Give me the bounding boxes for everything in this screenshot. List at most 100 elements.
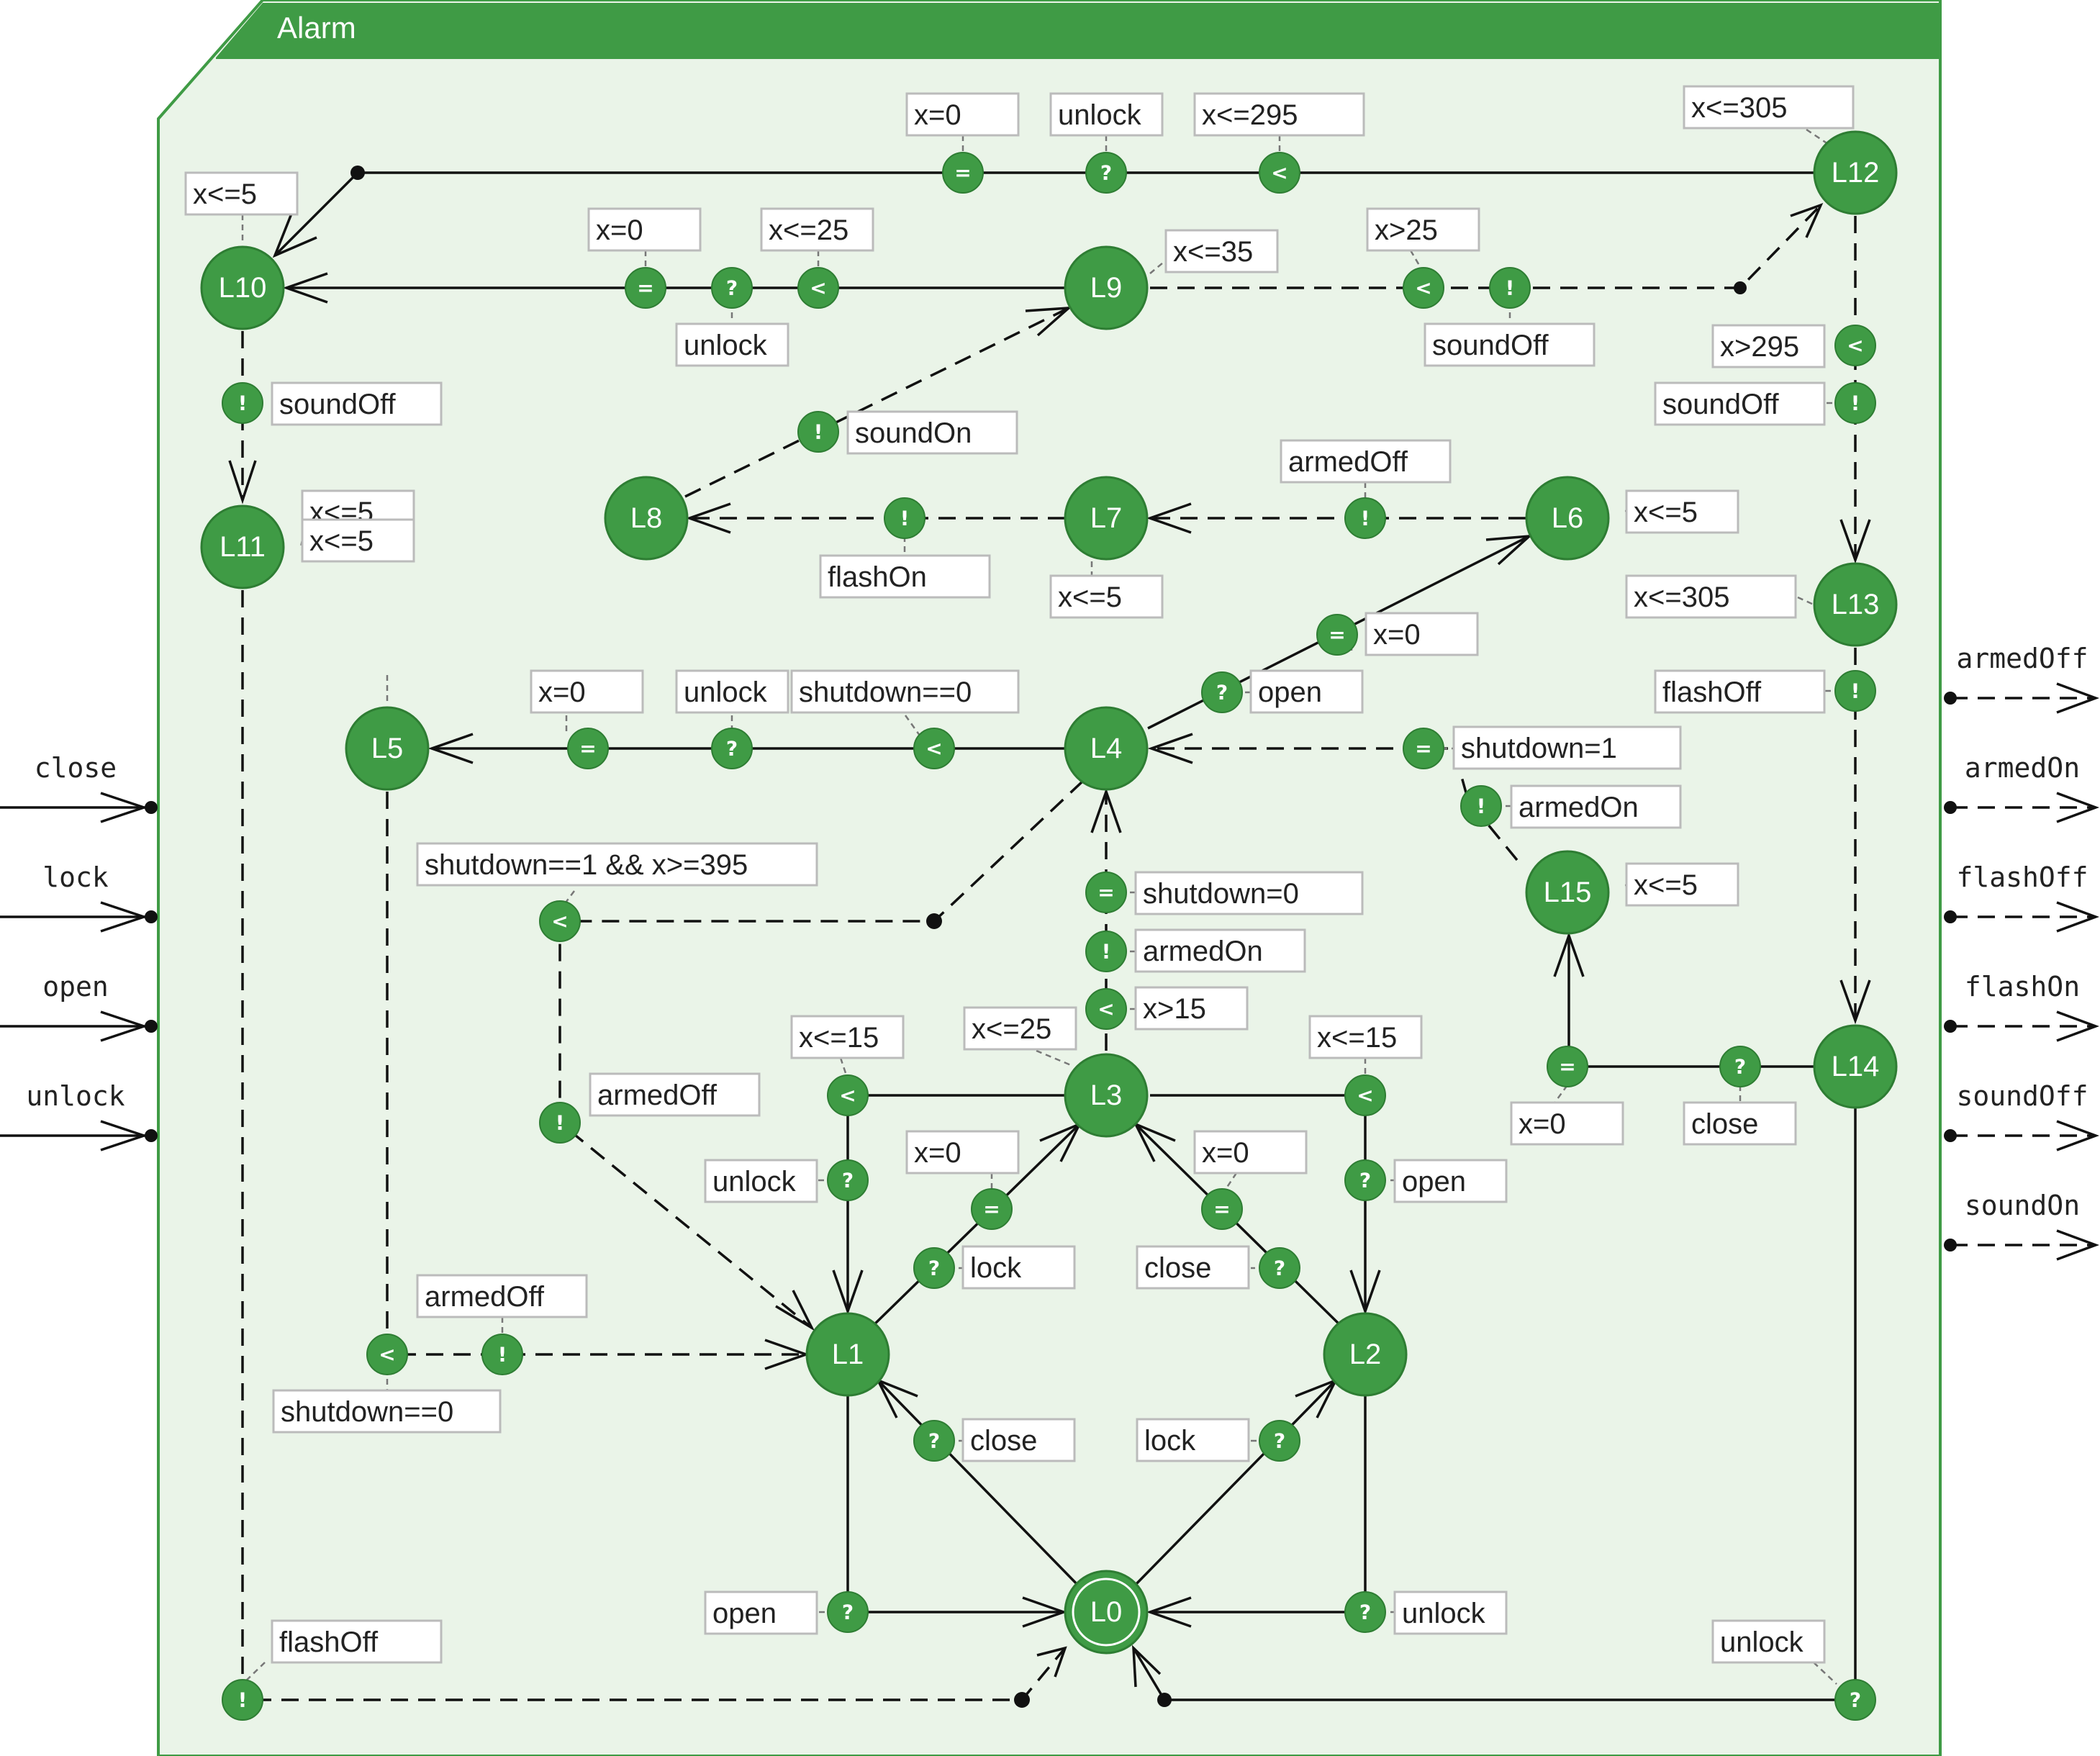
edge-label: x=0 [1193,1130,1308,1175]
state-L4[interactable]: L4 [1064,706,1149,791]
state-L12[interactable]: L12 [1813,130,1898,215]
edge-label: x=0 [587,207,702,252]
marker-assign: = [625,267,666,309]
svg-text:?: ? [1274,1429,1285,1453]
state-L8[interactable]: L8 [604,476,689,561]
svg-text:armedOn: armedOn [1143,936,1263,967]
state-L7[interactable]: L7 [1064,476,1149,561]
svg-text:L15: L15 [1544,877,1592,908]
svg-text:=: = [954,161,971,185]
svg-text:?: ? [928,1257,940,1280]
edge-label: armedOn [1134,928,1306,973]
svg-text:armedOff: armedOff [1288,446,1408,478]
svg-text:?: ? [1734,1055,1746,1079]
svg-text:x<=5: x<=5 [309,525,374,557]
state-L1[interactable]: L1 [805,1312,890,1397]
svg-text:L4: L4 [1090,733,1123,764]
input-ports: close lock open unlock [0,752,158,1151]
edge-label: x<=25 [760,207,874,252]
states: L0 L1 L2 L3 L4 L5 L6 L7 L8 L9 L10 L11 L1… [200,130,1898,1655]
svg-text:x=0: x=0 [1519,1108,1566,1140]
svg-text:unlock: unlock [684,676,768,708]
edge-label: unlock [675,322,789,367]
state-L13[interactable]: L13 [1813,562,1898,647]
state-L15[interactable]: L15 [1525,850,1610,935]
state-L9[interactable]: L9 [1064,245,1149,330]
svg-text:x<=15: x<=15 [799,1022,879,1054]
edge-label: x<=295 [1193,92,1365,137]
svg-text:x<=305: x<=305 [1634,581,1729,613]
svg-text:x=0: x=0 [1202,1137,1249,1169]
state-L5[interactable]: L5 [345,706,430,791]
svg-text:unlock: unlock [1402,1598,1486,1629]
marker-guard: < [1259,152,1300,194]
edge-label: open [704,1590,818,1635]
edge-label: x<=25 [963,1006,1077,1051]
edge-label: x=0 [1510,1101,1624,1146]
marker-send: ! [222,1679,263,1721]
edge-label: armedOff [1280,439,1452,484]
marker-receive: ? [1259,1247,1300,1289]
edge-labels: x=0 unlock x<=295 x<=305 x<=5 x=0 x<=25 … [184,85,1855,1664]
svg-text:!: ! [238,1688,248,1712]
svg-text:?: ? [928,1429,940,1453]
svg-text:x<=5: x<=5 [1634,869,1698,901]
edge-label: open [1249,669,1364,714]
svg-text:=: = [1213,1198,1230,1221]
edge-label: shutdown==0 [790,669,1020,714]
svg-text:flashOff: flashOff [1662,676,1762,708]
state-L0[interactable]: L0 [1064,1570,1149,1655]
svg-text:armedOff: armedOff [425,1281,545,1313]
svg-text:=: = [1415,737,1431,761]
svg-text:L0: L0 [1090,1596,1123,1628]
edge-label: soundOff [1654,381,1826,426]
state-L11[interactable]: L11 [200,504,285,589]
marker-send: ! [481,1334,523,1375]
svg-text:x>15: x>15 [1143,993,1206,1025]
svg-text:=: = [983,1198,1000,1221]
svg-text:<: < [1415,276,1431,300]
state-L3[interactable]: L3 [1064,1053,1149,1138]
marker-send: ! [1834,382,1876,424]
svg-text:=: = [637,276,653,300]
edge-label: x=0 [905,92,1020,137]
svg-text:x<=15: x<=15 [1317,1022,1397,1054]
svg-text:<: < [379,1343,395,1367]
output-port-armedoff: armedOff [1944,643,2100,714]
svg-text:<: < [810,276,826,300]
state-L6[interactable]: L6 [1525,476,1610,561]
svg-text:L1: L1 [832,1339,864,1370]
edge-label: lock [961,1245,1076,1290]
output-port-armedon: armedOn [1944,752,2100,823]
svg-text:?: ? [1850,1688,1861,1712]
svg-text:?: ? [726,737,738,761]
svg-text:close: close [1144,1252,1211,1284]
marker-receive: ? [1201,671,1243,713]
edge-label: x>25 [1366,207,1480,252]
svg-text:shutdown=1: shutdown=1 [1461,733,1617,764]
svg-text:soundOn: soundOn [1965,1190,2080,1221]
svg-text:=: = [579,737,596,761]
state-L10[interactable]: L10 [200,245,285,330]
marker-guard: < [1085,988,1127,1030]
svg-text:x=0: x=0 [914,1137,961,1169]
edge-label: lock [1136,1418,1250,1462]
marker-send: ! [884,497,925,539]
marker-receive: ? [1344,1159,1386,1201]
edge-label: unlock [1049,92,1164,137]
svg-text:!: ! [900,507,910,530]
state-L14[interactable]: L14 [1813,1024,1898,1109]
edge-label: x=0 [530,669,644,714]
edge-label: close [961,1418,1076,1462]
marker-receive: ? [1719,1046,1761,1087]
svg-text:?: ? [842,1169,854,1192]
svg-text:soundOff: soundOff [1662,389,1779,420]
svg-text:shutdown==0: shutdown==0 [799,676,972,708]
svg-text:!: ! [1851,392,1860,415]
state-L2[interactable]: L2 [1323,1312,1408,1397]
title-bar [216,3,1939,59]
edge-label: x<=15 [790,1015,905,1059]
svg-text:close: close [970,1425,1037,1457]
marker-send: ! [797,411,839,453]
edge-label: soundOn [846,410,1018,455]
